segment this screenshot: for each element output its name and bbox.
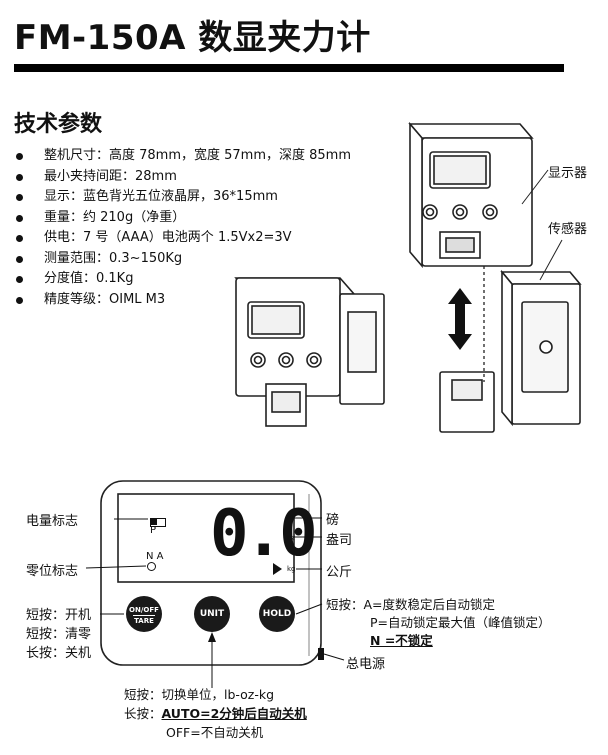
hold-help-3: N =不锁定 bbox=[370, 633, 433, 648]
display-module-callout: 显示器 bbox=[548, 166, 588, 181]
spec-item-range: 测量范围：0.3~150Kg bbox=[14, 249, 351, 270]
unit-help-2-prefix: 长按： bbox=[124, 706, 162, 721]
assembled-device-illustration bbox=[234, 277, 385, 427]
unit-lb-label: 磅 bbox=[326, 513, 340, 528]
hold-help-1: 短按：A=度数稳定后自动锁定 bbox=[326, 597, 496, 612]
unit-pointer-icon bbox=[273, 563, 282, 575]
unit-button[interactable]: UNIT bbox=[194, 596, 230, 632]
title-divider bbox=[14, 64, 564, 72]
onoff-label: ON/OFF bbox=[129, 606, 159, 614]
spec-item-accuracy: 精度等级：OIML M3 bbox=[14, 290, 351, 311]
zero-indicator-icon bbox=[147, 562, 156, 571]
lcd-unit-lb: lb bbox=[287, 513, 294, 521]
lcd-unit-kg: kg bbox=[287, 565, 296, 573]
power-switch[interactable] bbox=[318, 648, 324, 660]
onoff-help-3: 长按：关机 bbox=[26, 646, 92, 661]
onoff-help-1: 短按：开机 bbox=[26, 608, 92, 623]
exploded-view-illustration bbox=[408, 121, 582, 433]
onoff-tare-button[interactable]: ON/OFF TARE bbox=[126, 596, 162, 632]
onoff-help-2: 短按：清零 bbox=[26, 627, 92, 642]
spec-heading: 技术参数 bbox=[14, 112, 103, 137]
spec-item-min-gap: 最小夹持间距：28mm bbox=[14, 167, 351, 188]
hold-help-2: P=自动锁定最大值（峰值锁定） bbox=[370, 615, 551, 630]
battery-indicator-label: 电量标志 bbox=[26, 514, 79, 529]
spec-item-power: 供电：7 号（AAA）电池两个 1.5Vx2=3V bbox=[14, 228, 351, 249]
unit-oz-label: 盎司 bbox=[326, 533, 353, 548]
tare-label: TARE bbox=[134, 617, 154, 625]
lcd-reading: 0.0 bbox=[210, 497, 318, 571]
unit-help-2-auto: AUTO=2分钟后自动关机 bbox=[161, 706, 307, 721]
lcd-unit-oz: oz bbox=[287, 534, 295, 542]
spec-item-division: 分度值：0.1Kg bbox=[14, 269, 351, 290]
spec-list: 整机尺寸：高度 78mm，宽度 57mm，深度 85mm 最小夹持间距：28mm… bbox=[14, 146, 351, 310]
unit-help-2: 长按：AUTO=2分钟后自动关机 bbox=[124, 703, 307, 722]
page-title: FM-150A 数显夹力计 bbox=[14, 18, 371, 58]
unit-kg-label: 公斤 bbox=[326, 565, 353, 580]
spec-item-weight: 重量：约 210g（净重） bbox=[14, 208, 351, 229]
battery-icon bbox=[150, 518, 166, 527]
sensor-module-callout: 传感器 bbox=[548, 222, 588, 237]
unit-help-1: 短按：切换单位，lb-oz-kg bbox=[124, 687, 275, 702]
unit-help-3: OFF=不自动关机 bbox=[166, 725, 264, 740]
spec-item-display: 显示：蓝色背光五位液晶屏，36*15mm bbox=[14, 187, 351, 208]
peak-indicator: P bbox=[150, 525, 157, 536]
spec-item-size: 整机尺寸：高度 78mm，宽度 57mm，深度 85mm bbox=[14, 146, 351, 167]
zero-indicator-label: 零位标志 bbox=[26, 564, 79, 579]
power-label: 总电源 bbox=[346, 657, 386, 672]
mode-indicator: N A bbox=[146, 551, 164, 562]
hold-button[interactable]: HOLD bbox=[259, 596, 295, 632]
